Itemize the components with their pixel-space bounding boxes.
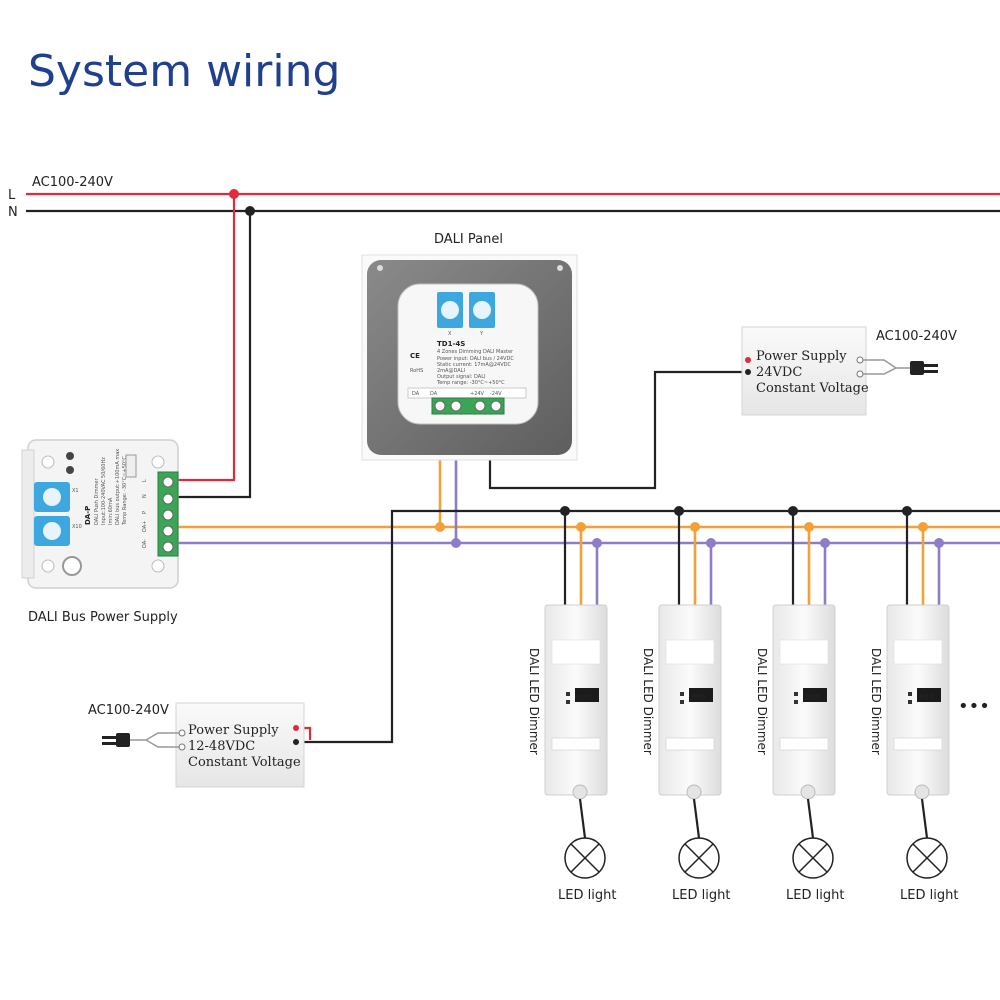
dimmer-1-label: DALI LED Dimmer [527,648,541,755]
neutral-drop-wire [175,211,252,499]
dimmer-3: 888 [772,604,836,800]
bus-spec-2: Imin:60mA [108,497,114,525]
bus-spec-4: Temp Range: -30°C~+50°C [122,456,128,526]
live-junction [229,189,239,199]
more-dimmers-ellipsis: ••• [958,696,990,717]
panel-bus-b-junction [451,538,461,548]
bus-term-da-minus: DA- [142,539,148,548]
bus-spec-1: Input:100-240VAC 50/60Hz [101,457,107,525]
psu48-plug-icon [102,733,130,747]
lamp-2-wire [692,798,701,839]
panel-spec-1: Power input: DALI bus / 24VDC [437,356,514,362]
page-title: System wiring [28,46,340,97]
dc-power-bus [296,509,1000,744]
psu24-input-label: AC100-240V [876,329,957,344]
dali-panel: X Y TD1-4S 4 Zones Dimming DALI Master P… [361,254,578,461]
panel-terminal-block [431,397,505,415]
psu48-line2: 12-48VDC [188,739,255,754]
psu24-line1: Power Supply [756,349,847,364]
bus-push-knob[interactable] [62,556,82,576]
dali-panel-label: DALI Panel [434,232,503,247]
led-light-4-label: LED light [900,888,958,903]
led-light-3-icon [792,837,834,879]
bus-dial-x10-label: X10 [72,524,82,530]
bus-spec-3: DALI bus output:+100mA max [115,449,121,525]
dimmer-4-label: DALI LED Dimmer [869,648,883,755]
live-drop-wire [175,194,236,482]
panel-term-minus24: -24V [490,391,502,397]
psu48-input-wire [130,732,180,741]
dimmer-1: 888 [544,604,608,800]
panel-subtitle: 4 Zones Dimming DALI Master [437,349,514,355]
panel-dial-x-label: X [448,331,452,337]
dimmer-3-label: DALI LED Dimmer [755,648,769,755]
panel-24v-wire [488,370,748,490]
neutral-junction [245,206,255,216]
panel-term-da2: DA [430,391,438,397]
led-light-1-label: LED light [558,888,616,903]
panel-spec-4: Output signal: DALI [437,374,485,380]
lamp-1-wire [578,798,587,839]
dimmer-2-label: DALI LED Dimmer [641,648,655,755]
dimmer-2-display: 888 [691,693,706,701]
panel-rohs-mark: RoHS [410,368,423,374]
panel-dial-y-label: Y [479,331,484,337]
lamp-4-wire [920,798,929,839]
bus-subtitle: DALI Push Dimmer [94,477,100,525]
neutral-label: N [8,205,18,220]
bus-term-n: N [142,494,148,498]
led-light-4-icon [906,837,948,879]
dali-bus-power-supply: X1 X10 DA-P DALI Push Dimmer Input:100-2… [21,439,179,589]
led-light-2-label: LED light [672,888,730,903]
panel-ce-mark: CE [410,352,420,360]
dimmer-4: 888 [886,604,950,800]
dimmer-3-display: 888 [805,693,820,701]
dimmer-1-display: 888 [577,693,592,701]
psu48-line3: Constant Voltage [188,755,301,770]
panel-spec-3: 2mA@DALI [437,368,465,374]
power-supply-12-48vdc: Power Supply 12-48VDC Constant Voltage [175,702,305,788]
bus-model: DA-P [84,506,92,525]
lamp-3-wire [806,798,815,839]
panel-spec-5: Temp range: -30°C~+50°C [436,380,505,386]
led-light-3-label: LED light [786,888,844,903]
bus-power-supply-label: DALI Bus Power Supply [28,610,178,625]
led-light-1-icon [564,837,606,879]
panel-bus-a-junction [435,522,445,532]
psu48-line1: Power Supply [188,723,279,738]
psu24-line2: 24VDC [756,365,802,380]
psu24-input-wire [862,359,910,369]
dimmer-4-display: 888 [919,693,934,701]
line-label: L [8,188,16,203]
mains-voltage-label: AC100-240V [32,175,113,190]
psu48-input-label: AC100-240V [88,703,169,718]
panel-term-da1: DA [412,391,420,397]
led-light-2-icon [678,837,720,879]
power-supply-24vdc: Power Supply 24VDC Constant Voltage [741,326,869,416]
panel-term-plus24: +24V [470,391,485,397]
panel-spec-2: Static current: 17mA@24VDC [437,362,511,368]
psu24-plug-icon [910,361,938,375]
dimmer-drop-wires [560,506,944,605]
bus-dial-x1-label: X1 [72,488,79,494]
psu24-line3: Constant Voltage [756,381,869,396]
bus-term-l: L [142,479,148,482]
dimmer-2: 888 [658,604,722,800]
bus-term-da-plus: DA+ [142,521,148,532]
bus-term-p: P [142,511,148,514]
panel-model: TD1-4S [437,340,465,348]
